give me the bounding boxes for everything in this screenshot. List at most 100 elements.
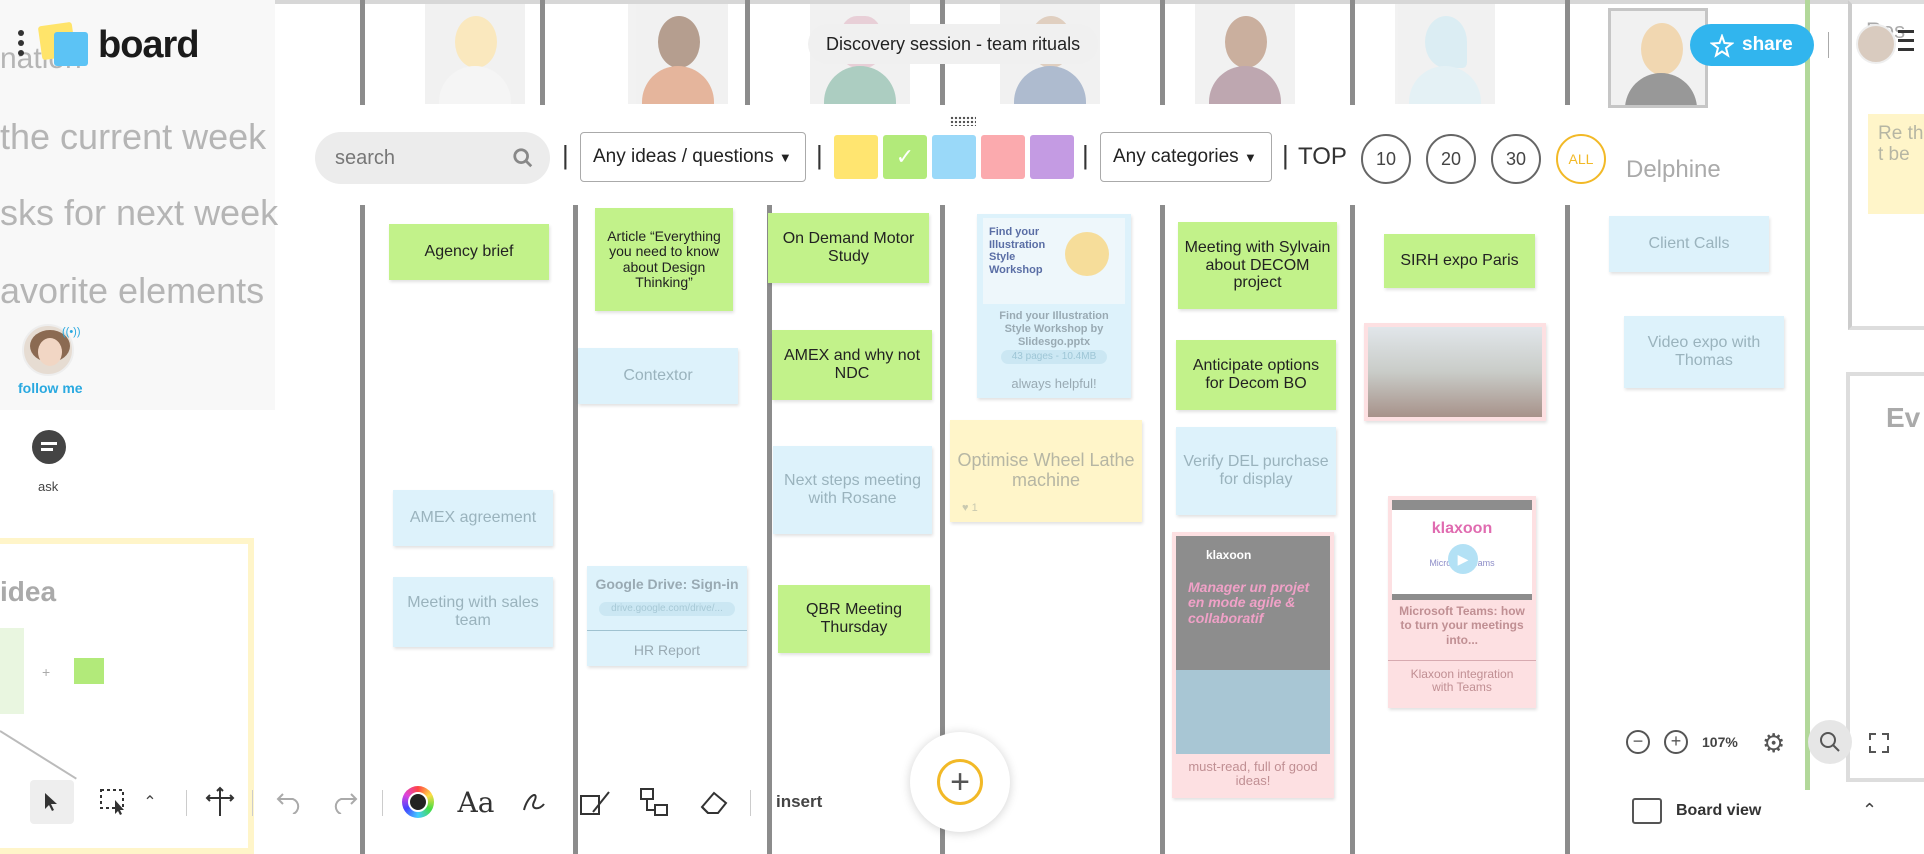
column-separator xyxy=(1805,0,1810,790)
color-filter-purple[interactable] xyxy=(1030,135,1074,179)
sticky-note[interactable]: Client Calls xyxy=(1609,216,1769,272)
zoom-out-button[interactable]: − xyxy=(1626,730,1650,754)
sticky-note[interactable]: On Demand Motor Study xyxy=(768,213,929,283)
draw-tool-button[interactable] xyxy=(512,780,556,824)
file-card[interactable]: klaxoon Manager un projet en mode agile … xyxy=(1172,532,1334,798)
link-card[interactable]: klaxoon Microsoft Teams ▶ Microsoft Team… xyxy=(1388,496,1536,708)
zoom-in-button[interactable]: + xyxy=(1664,730,1688,754)
color-filter-pink[interactable] xyxy=(981,135,1025,179)
card-title: Microsoft Teams: how to turn your meetin… xyxy=(1399,604,1525,647)
dropdown-value: Any ideas / questions xyxy=(593,146,774,167)
sticky-note[interactable]: AMEX and why not NDC xyxy=(772,330,932,400)
search-placeholder: search xyxy=(335,147,396,169)
settings-button[interactable]: ⚙ xyxy=(1762,730,1785,756)
column-separator xyxy=(1565,205,1570,854)
top-10-button[interactable]: 10 xyxy=(1361,134,1411,184)
card-title: Google Drive: Sign-in xyxy=(595,576,739,592)
chevron-up-icon[interactable]: ⌃ xyxy=(1862,800,1878,820)
magnifier-icon xyxy=(1820,732,1840,752)
dropdown-value: Any categories xyxy=(1113,146,1239,167)
color-picker-button[interactable] xyxy=(396,780,440,824)
divider xyxy=(186,790,187,816)
follow-me-button[interactable]: follow me xyxy=(18,380,83,396)
board-view-toggle[interactable]: Board view xyxy=(1676,802,1762,819)
sticky-note[interactable]: Article “Everything you need to know abo… xyxy=(595,208,733,311)
image-card[interactable] xyxy=(1364,323,1546,421)
undo-button[interactable] xyxy=(268,780,312,824)
sticky-note[interactable]: Anticipate options for Decom BO xyxy=(1176,340,1336,410)
shape-tool-button[interactable] xyxy=(574,780,618,824)
insert-button[interactable]: insert xyxy=(776,792,823,811)
file-card[interactable]: Find your Illustration Style Workshop Fi… xyxy=(977,214,1131,398)
sticky-note[interactable]: Verify DEL purchase for display xyxy=(1176,427,1336,515)
select-tool-button[interactable] xyxy=(30,780,74,824)
search-board-button[interactable] xyxy=(1808,720,1852,764)
follow-avatar[interactable] xyxy=(22,324,74,376)
connector-tool-button[interactable] xyxy=(632,780,676,824)
partial-frame-title: Ev xyxy=(1886,402,1921,433)
redo-button[interactable] xyxy=(322,780,366,824)
sticky-note[interactable]: SIRH expo Paris xyxy=(1384,234,1535,288)
link-card[interactable]: Google Drive: Sign-in drive.google.com/d… xyxy=(587,566,747,666)
main-menu-icon[interactable] xyxy=(1898,30,1914,57)
like-count[interactable]: ♥ 1 xyxy=(962,501,978,514)
color-filter-blue[interactable] xyxy=(932,135,976,179)
top-30-button[interactable]: 30 xyxy=(1491,134,1541,184)
sticky-note[interactable]: Meeting with Sylvain about DECOM project xyxy=(1178,222,1337,309)
shapes-icon xyxy=(580,791,610,815)
column-separator xyxy=(745,0,750,105)
color-filter-green[interactable]: ✓ xyxy=(883,135,927,179)
share-label: share xyxy=(1742,34,1793,55)
card-thumbnail: Find your Illustration Style Workshop xyxy=(983,218,1125,304)
top-all-button[interactable]: ALL xyxy=(1556,134,1606,184)
sticky-note[interactable]: Video expo with Thomas xyxy=(1624,316,1784,388)
text-tool-button[interactable]: Aa xyxy=(454,780,498,824)
categories-filter-dropdown[interactable]: Any categories ▼ xyxy=(1100,132,1272,182)
sticky-note[interactable]: QBR Meeting Thursday xyxy=(778,585,930,653)
share-button[interactable]: share xyxy=(1690,24,1814,66)
filter-icon xyxy=(74,658,104,684)
zoom-level: 107% xyxy=(1702,734,1738,750)
sticky-note-text: Optimise Wheel Lathe machine xyxy=(957,450,1135,490)
fullscreen-button[interactable] xyxy=(1868,732,1890,754)
top-20-button[interactable]: 20 xyxy=(1426,134,1476,184)
search-input[interactable]: search xyxy=(315,132,550,184)
drag-handle-icon[interactable] xyxy=(950,116,976,126)
add-idea-button[interactable]: + xyxy=(910,732,1010,832)
undo-icon xyxy=(276,793,300,814)
sticky-note[interactable]: Contextor xyxy=(578,348,738,404)
hand-move-icon xyxy=(205,786,235,816)
app-logo-text: board xyxy=(98,24,200,66)
text-icon: Aa xyxy=(457,785,495,819)
board-menu-dots[interactable] xyxy=(18,30,24,60)
session-title[interactable]: Discovery session - team rituals xyxy=(808,24,1099,64)
column-separator xyxy=(1350,205,1355,854)
card-meta: 43 pages - 10.4MB xyxy=(1001,350,1107,364)
sticky-note[interactable]: Agency brief xyxy=(389,224,549,280)
column-separator xyxy=(940,205,945,854)
sticky-note[interactable]: Meeting with sales team xyxy=(393,577,553,647)
sticky-note[interactable]: AMEX agreement xyxy=(393,490,553,546)
ask-icon[interactable] xyxy=(32,430,66,464)
eraser-tool-button[interactable] xyxy=(692,780,736,824)
column-separator xyxy=(573,205,578,854)
share-icon xyxy=(1710,34,1734,58)
expand-tools-button[interactable]: ⌃ xyxy=(138,780,162,824)
like-count-value: 1 xyxy=(971,501,978,514)
search-icon xyxy=(513,148,533,168)
partial-sticky: Re the t be xyxy=(1868,114,1924,214)
user-avatar[interactable] xyxy=(1856,24,1896,64)
ask-label: ask xyxy=(38,479,59,494)
card-url: drive.google.com/drive/... xyxy=(599,602,735,616)
ideas-filter-dropdown[interactable]: Any ideas / questions ▼ xyxy=(580,132,806,182)
pan-tool-button[interactable] xyxy=(198,780,242,824)
color-filter-yellow[interactable] xyxy=(834,135,878,179)
lasso-select-button[interactable] xyxy=(92,780,136,824)
sticky-note[interactable]: Optimise Wheel Lathe machine ♥ 1 xyxy=(950,420,1142,522)
eraser-icon xyxy=(700,791,728,814)
card-title: Find your Illustration Style Workshop by… xyxy=(999,310,1109,349)
marquee-select-icon xyxy=(100,789,124,815)
sticky-note[interactable]: Next steps meeting with Rosane xyxy=(773,446,932,534)
partial-frame: Ev xyxy=(1846,372,1924,782)
play-icon[interactable]: ▶ xyxy=(1448,544,1478,574)
